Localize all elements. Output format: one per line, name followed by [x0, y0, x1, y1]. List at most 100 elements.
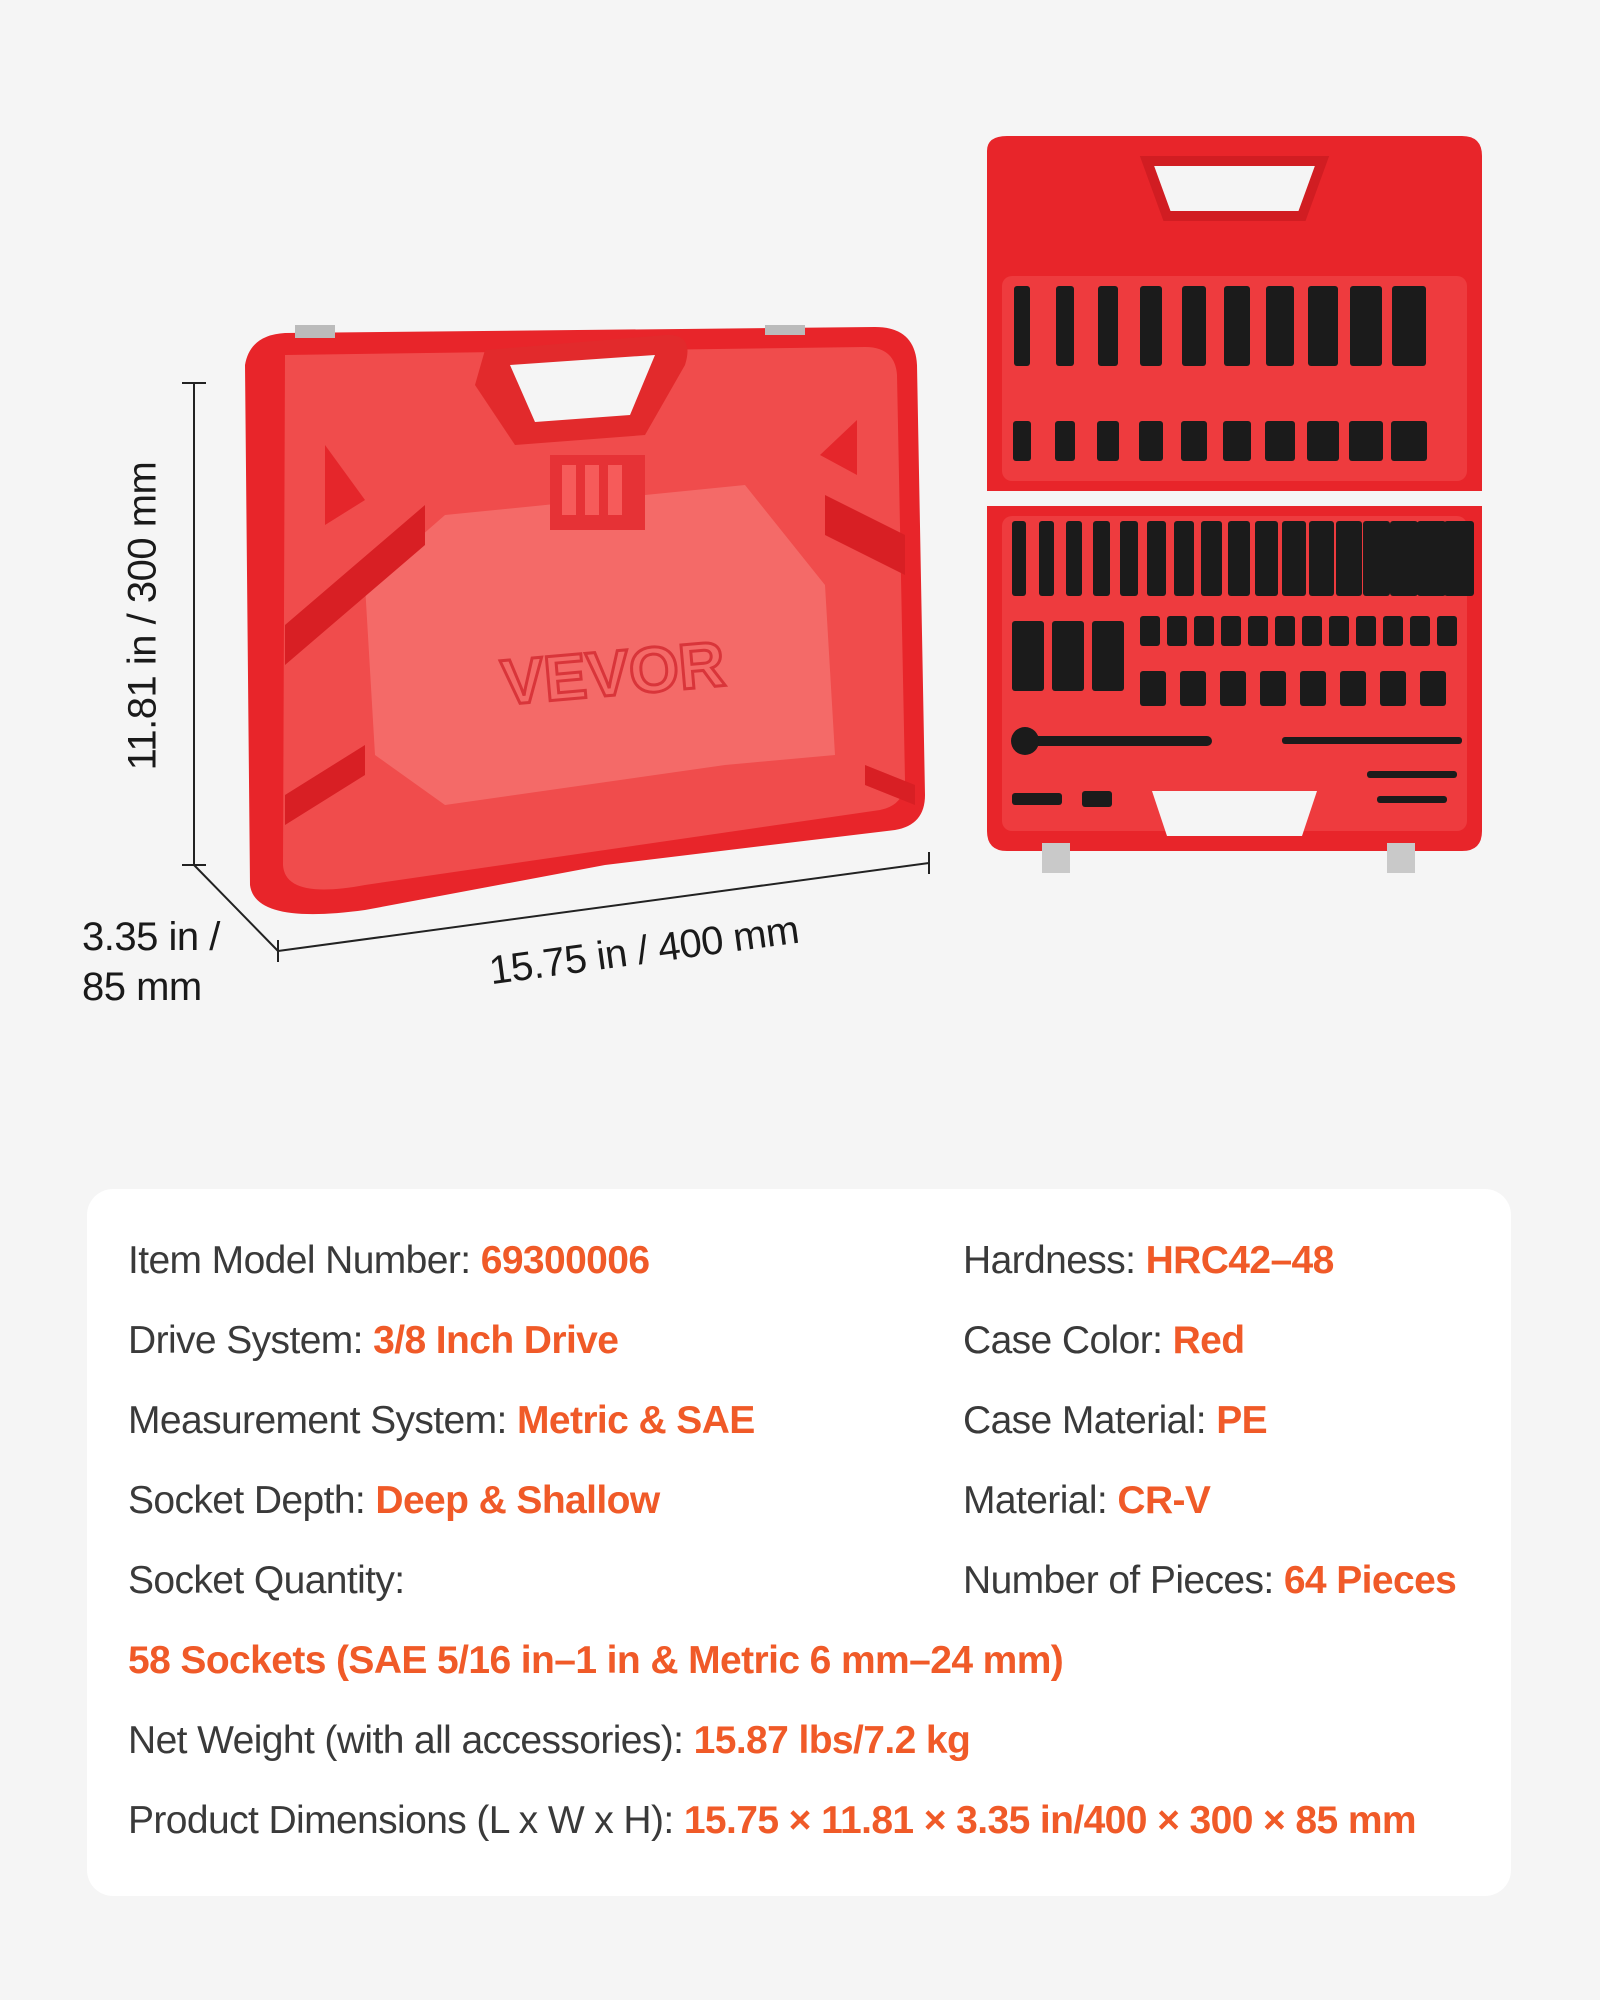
socket	[1140, 286, 1162, 366]
socket	[1174, 521, 1194, 596]
spec-value: Metric & SAE	[516, 1399, 755, 1442]
socket	[1350, 286, 1382, 366]
spec-label: Material:	[963, 1479, 1118, 1522]
socket	[1180, 671, 1206, 706]
socket	[1307, 421, 1339, 461]
socket	[1437, 616, 1457, 646]
socket	[1140, 616, 1160, 646]
socket	[1356, 616, 1376, 646]
spec-measurement: Measurement System: Metric & SAE	[128, 1399, 755, 1443]
spec-value: CR-V	[1117, 1479, 1211, 1522]
spec-value: PE	[1216, 1399, 1268, 1442]
spec-case-color: Case Color: Red	[963, 1319, 1245, 1363]
socket	[1140, 671, 1166, 706]
depth-line-1: 3.35 in /	[82, 915, 220, 959]
spec-value: 3/8 Inch Drive	[373, 1319, 619, 1362]
spec-value: 69300006	[480, 1239, 650, 1282]
socket	[1223, 421, 1251, 461]
spec-label: Net Weight (with all accessories):	[128, 1719, 694, 1762]
socket	[1391, 421, 1427, 461]
spec-label: Number of Pieces:	[963, 1559, 1284, 1602]
socket	[1056, 286, 1074, 366]
socket	[1380, 671, 1406, 706]
socket	[1224, 286, 1250, 366]
socket	[1349, 421, 1383, 461]
socket	[1097, 421, 1119, 461]
socket	[1329, 616, 1349, 646]
socket	[1228, 521, 1250, 596]
height-dimension-label: 11.81 in / 300 mm	[120, 461, 165, 771]
socket	[1383, 616, 1403, 646]
socket	[1147, 521, 1166, 596]
socket	[1309, 521, 1334, 596]
closed-case-image: VEVOR	[245, 325, 925, 915]
depth-line-2: 85 mm	[82, 965, 202, 1009]
socket	[1340, 671, 1366, 706]
socket	[1266, 286, 1294, 366]
socket	[1363, 521, 1390, 596]
socket	[1417, 521, 1446, 596]
spec-value: 64 Pieces	[1283, 1559, 1457, 1602]
socket	[1098, 286, 1118, 366]
socket	[1336, 521, 1362, 596]
depth-dimension-label: 3.35 in / 85 mm	[82, 912, 220, 1012]
socket	[1308, 286, 1338, 366]
spec-label: Socket Depth:	[128, 1479, 376, 1522]
spec-label: Case Color:	[963, 1319, 1173, 1362]
socket	[1260, 671, 1286, 706]
socket	[1167, 616, 1187, 646]
spec-label: Measurement System:	[128, 1399, 517, 1442]
spec-product-dimensions: Product Dimensions (L x W x H): 15.75 × …	[128, 1799, 1417, 1843]
socket	[1420, 671, 1446, 706]
socket	[1012, 621, 1044, 691]
socket	[1410, 616, 1430, 646]
socket	[1392, 286, 1426, 366]
spec-label: Product Dimensions (L x W x H):	[128, 1799, 684, 1842]
socket	[1300, 671, 1326, 706]
socket	[1013, 421, 1031, 461]
spec-quantity-value: 58 Sockets (SAE 5/16 in–1 in & Metric 6 …	[128, 1639, 1064, 1682]
spec-hardness: Hardness: HRC42–48	[963, 1239, 1334, 1283]
spec-model: Item Model Number: 69300006	[128, 1239, 650, 1283]
socket	[1282, 521, 1306, 596]
socket	[1055, 421, 1075, 461]
socket	[1220, 671, 1246, 706]
spec-value: 15.87 lbs/7.2 kg	[693, 1719, 971, 1762]
spec-depth: Socket Depth: Deep & Shallow	[128, 1479, 660, 1523]
socket	[1052, 621, 1084, 691]
spec-pieces: Number of Pieces: 64 Pieces	[963, 1559, 1457, 1603]
socket	[1194, 616, 1214, 646]
spec-label: Hardness:	[963, 1239, 1146, 1282]
open-case-image	[987, 136, 1482, 873]
socket	[1182, 286, 1206, 366]
spec-label: Case Material:	[963, 1399, 1217, 1442]
specs-card: Item Model Number: 69300006 Hardness: HR…	[87, 1189, 1511, 1896]
spec-value: Red	[1172, 1319, 1245, 1362]
socket	[1275, 616, 1295, 646]
spec-drive: Drive System: 3/8 Inch Drive	[128, 1319, 619, 1363]
spec-quantity-label: Socket Quantity:	[128, 1559, 405, 1602]
socket	[1014, 286, 1030, 366]
socket	[1390, 521, 1418, 596]
socket	[1265, 421, 1295, 461]
spec-value: Deep & Shallow	[375, 1479, 660, 1522]
socket	[1092, 621, 1124, 691]
spec-weight: Net Weight (with all accessories): 15.87…	[128, 1719, 971, 1763]
dimension-lines	[182, 382, 930, 962]
socket	[1181, 421, 1207, 461]
socket	[1139, 421, 1163, 461]
socket	[1093, 521, 1110, 596]
spec-case-material: Case Material: PE	[963, 1399, 1268, 1443]
spec-value: HRC42–48	[1145, 1239, 1335, 1282]
spec-material: Material: CR-V	[963, 1479, 1211, 1523]
socket	[1120, 521, 1138, 596]
socket	[1255, 521, 1278, 596]
socket	[1444, 521, 1474, 596]
socket	[1302, 616, 1322, 646]
socket	[1039, 521, 1054, 596]
spec-label: Drive System:	[128, 1319, 374, 1362]
socket	[1066, 521, 1082, 596]
spec-value: 15.75 × 11.81 × 3.35 in/400 × 300 × 85 m…	[683, 1799, 1417, 1842]
socket	[1201, 521, 1222, 596]
socket	[1248, 616, 1268, 646]
